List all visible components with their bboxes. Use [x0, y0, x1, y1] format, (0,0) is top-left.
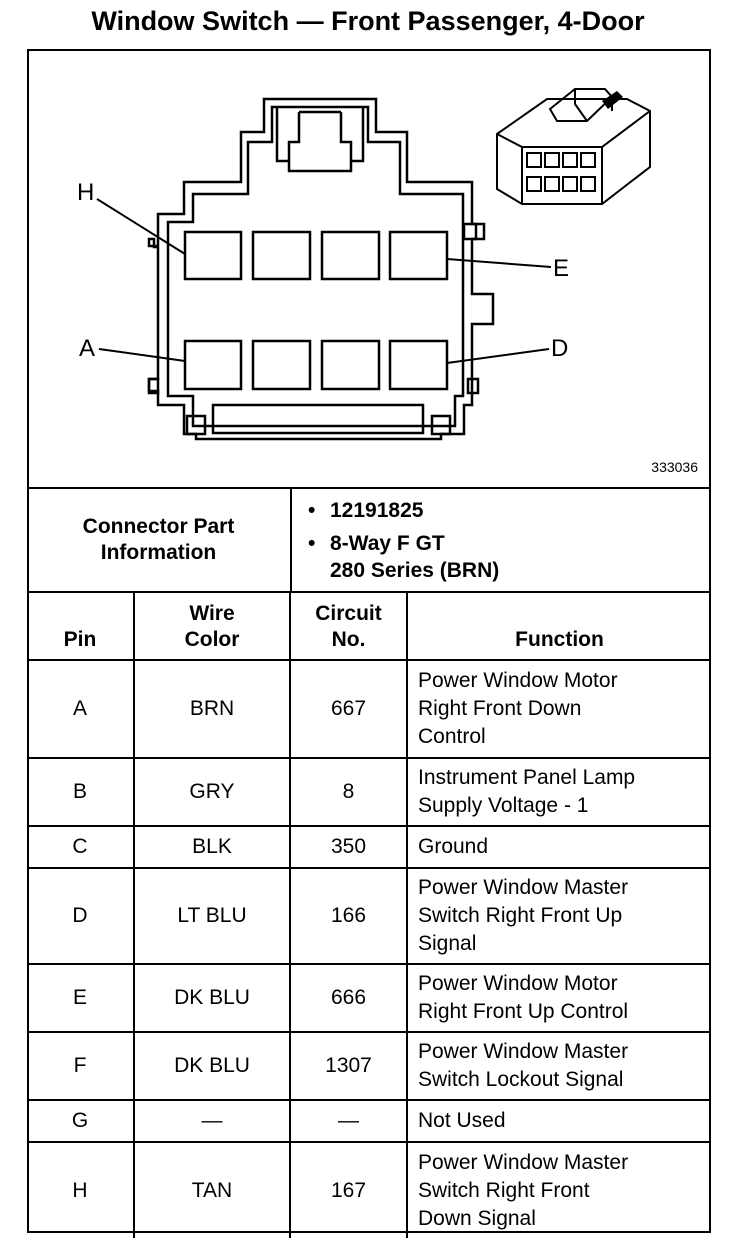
cell-wire-color: DK BLU: [133, 963, 291, 1033]
header-wire-color-line2: Color: [184, 628, 240, 651]
cell-circuit: 167: [289, 1141, 408, 1238]
function-line: Signal: [418, 932, 477, 955]
function-line: Supply Voltage - 1: [418, 794, 589, 817]
cell-pin: C: [27, 825, 135, 869]
header-function: Function: [406, 591, 711, 661]
callout-h: H: [77, 179, 95, 206]
cell-function: Not Used: [406, 1099, 711, 1143]
function-line: Not Used: [418, 1109, 506, 1132]
cell-circuit: —: [289, 1099, 408, 1143]
function-line: Power Window Master: [418, 1150, 629, 1174]
cell-circuit: 8: [289, 757, 408, 827]
table-row: G——Not Used: [27, 1099, 711, 1143]
cell-circuit: 350: [289, 825, 408, 869]
header-wire-color-line1: Wire: [189, 602, 235, 625]
function-line: Instrument Panel Lamp: [418, 766, 636, 789]
cell-wire-color: —: [133, 1099, 291, 1143]
connector-info-values: 12191825 8-Way F GT 280 Series (BRN): [292, 489, 711, 591]
part-number: 12191825: [308, 497, 711, 524]
cell-wire-color: BRN: [133, 659, 291, 759]
connector-description-line2: 280 Series (BRN): [330, 559, 500, 582]
callout-a: A: [79, 335, 96, 362]
connector-info-label: Connector Part Information: [27, 489, 292, 591]
function-line: Power Window Master: [418, 1040, 629, 1063]
function-line: Right Front Down: [418, 697, 582, 720]
cell-wire-color: GRY: [133, 757, 291, 827]
header-circuit: Circuit No.: [289, 591, 408, 661]
cell-pin: F: [27, 1031, 135, 1101]
function-line: Switch Lockout Signal: [418, 1068, 624, 1091]
cell-circuit: 666: [289, 963, 408, 1033]
callout-d: D: [551, 335, 569, 362]
connector-description: 8-Way F GT 280 Series (BRN): [308, 530, 711, 584]
page-title: Window Switch — Front Passenger, 4-Door: [91, 6, 645, 36]
connector-info-label-line1: Connector Part: [82, 515, 235, 538]
pinout-header-row: Pin Wire Color Circuit No. Function: [27, 591, 711, 661]
cell-pin: H: [27, 1141, 135, 1238]
function-line: Power Window Motor: [418, 972, 618, 995]
cell-function: Ground: [406, 825, 711, 869]
connector-description-line1: 8-Way F GT: [330, 532, 445, 555]
cell-pin: E: [27, 963, 135, 1033]
connector-info-section: Connector Part Information 12191825 8-Wa…: [27, 487, 711, 591]
cell-wire-color: DK BLU: [133, 1031, 291, 1101]
figure-number: 333036: [651, 459, 698, 475]
function-line: Ground: [418, 835, 489, 858]
cell-wire-color: BLK: [133, 825, 291, 869]
cell-wire-color: TAN: [133, 1141, 291, 1238]
function-line: Power Window Master: [418, 876, 629, 899]
cell-pin: D: [27, 867, 135, 965]
function-line: Control: [418, 725, 486, 748]
header-circuit-line1: Circuit: [315, 602, 382, 625]
cell-pin: A: [27, 659, 135, 759]
function-line: Down Signal: [418, 1206, 536, 1230]
connector-info-label-line2: Information: [100, 541, 217, 564]
callout-e: E: [553, 255, 570, 282]
function-line: Switch Right Front: [418, 1178, 590, 1202]
cell-circuit: 667: [289, 659, 408, 759]
function-line: Right Front Up Control: [418, 1000, 629, 1023]
cell-circuit: 1307: [289, 1031, 408, 1101]
header-wire-color: Wire Color: [133, 591, 291, 661]
function-line: Switch Right Front Up: [418, 904, 623, 927]
header-circuit-line2: No.: [331, 628, 366, 651]
cell-wire-color: LT BLU: [133, 867, 291, 965]
connector-diagram: H E A D: [27, 49, 711, 487]
cell-pin: G: [27, 1099, 135, 1143]
function-line: Power Window Motor: [418, 669, 618, 692]
cell-circuit: 166: [289, 867, 408, 965]
connector-face-drawing: [96, 88, 651, 441]
header-pin: Pin: [27, 591, 135, 661]
cell-pin: B: [27, 757, 135, 827]
